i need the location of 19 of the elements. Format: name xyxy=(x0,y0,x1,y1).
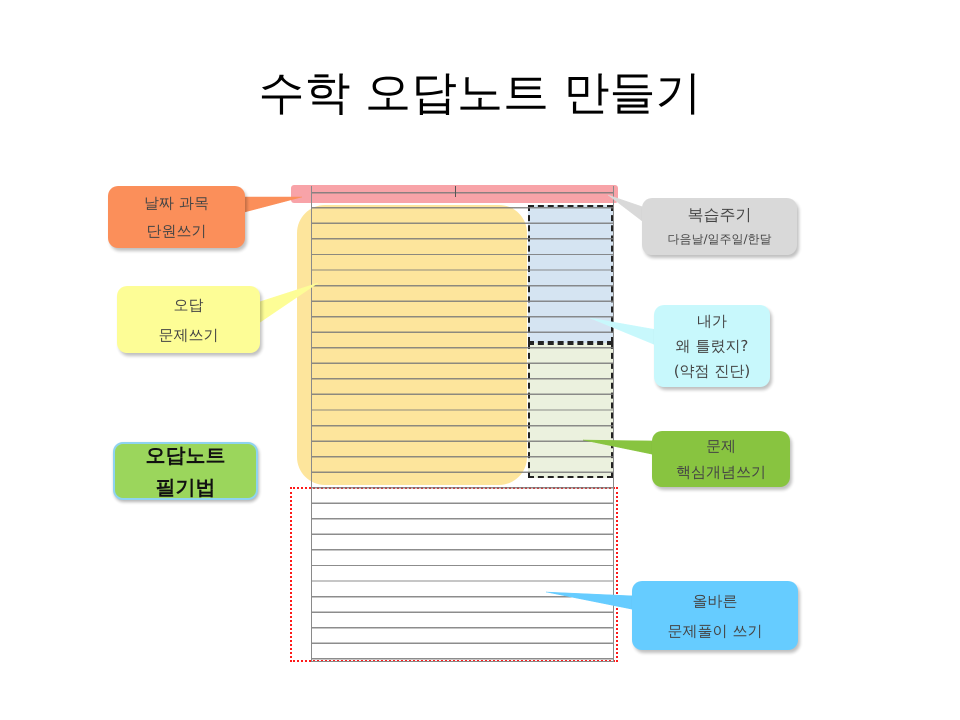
callout-text: 복습주기 xyxy=(688,204,752,226)
highlight-area xyxy=(528,205,613,343)
callout-box xyxy=(652,431,790,487)
callout-box xyxy=(654,305,770,387)
callout-box xyxy=(642,198,797,255)
title: 수학 오답노트 만들기 xyxy=(257,64,703,121)
highlight-area xyxy=(528,343,613,478)
callout-text: 내가 왜 틀렸지? (약점 진단) xyxy=(674,310,750,382)
heading-text: 오답노트 필기법 xyxy=(146,442,226,501)
callout-text: 다음날/일주일/한달 xyxy=(667,230,772,248)
callout-box xyxy=(632,581,798,650)
callout-text: 올바른 문제풀이 쓰기 xyxy=(668,590,762,642)
callout-text: 오답 문제쓰기 xyxy=(158,294,218,346)
highlight-area xyxy=(297,205,527,485)
title-box xyxy=(113,442,258,500)
callout-text: 문제 핵심개념쓰기 xyxy=(676,436,766,483)
callout-text: 날짜 과목 단원쓰기 xyxy=(144,193,209,242)
callout-box xyxy=(108,186,245,248)
header-band xyxy=(291,185,618,203)
